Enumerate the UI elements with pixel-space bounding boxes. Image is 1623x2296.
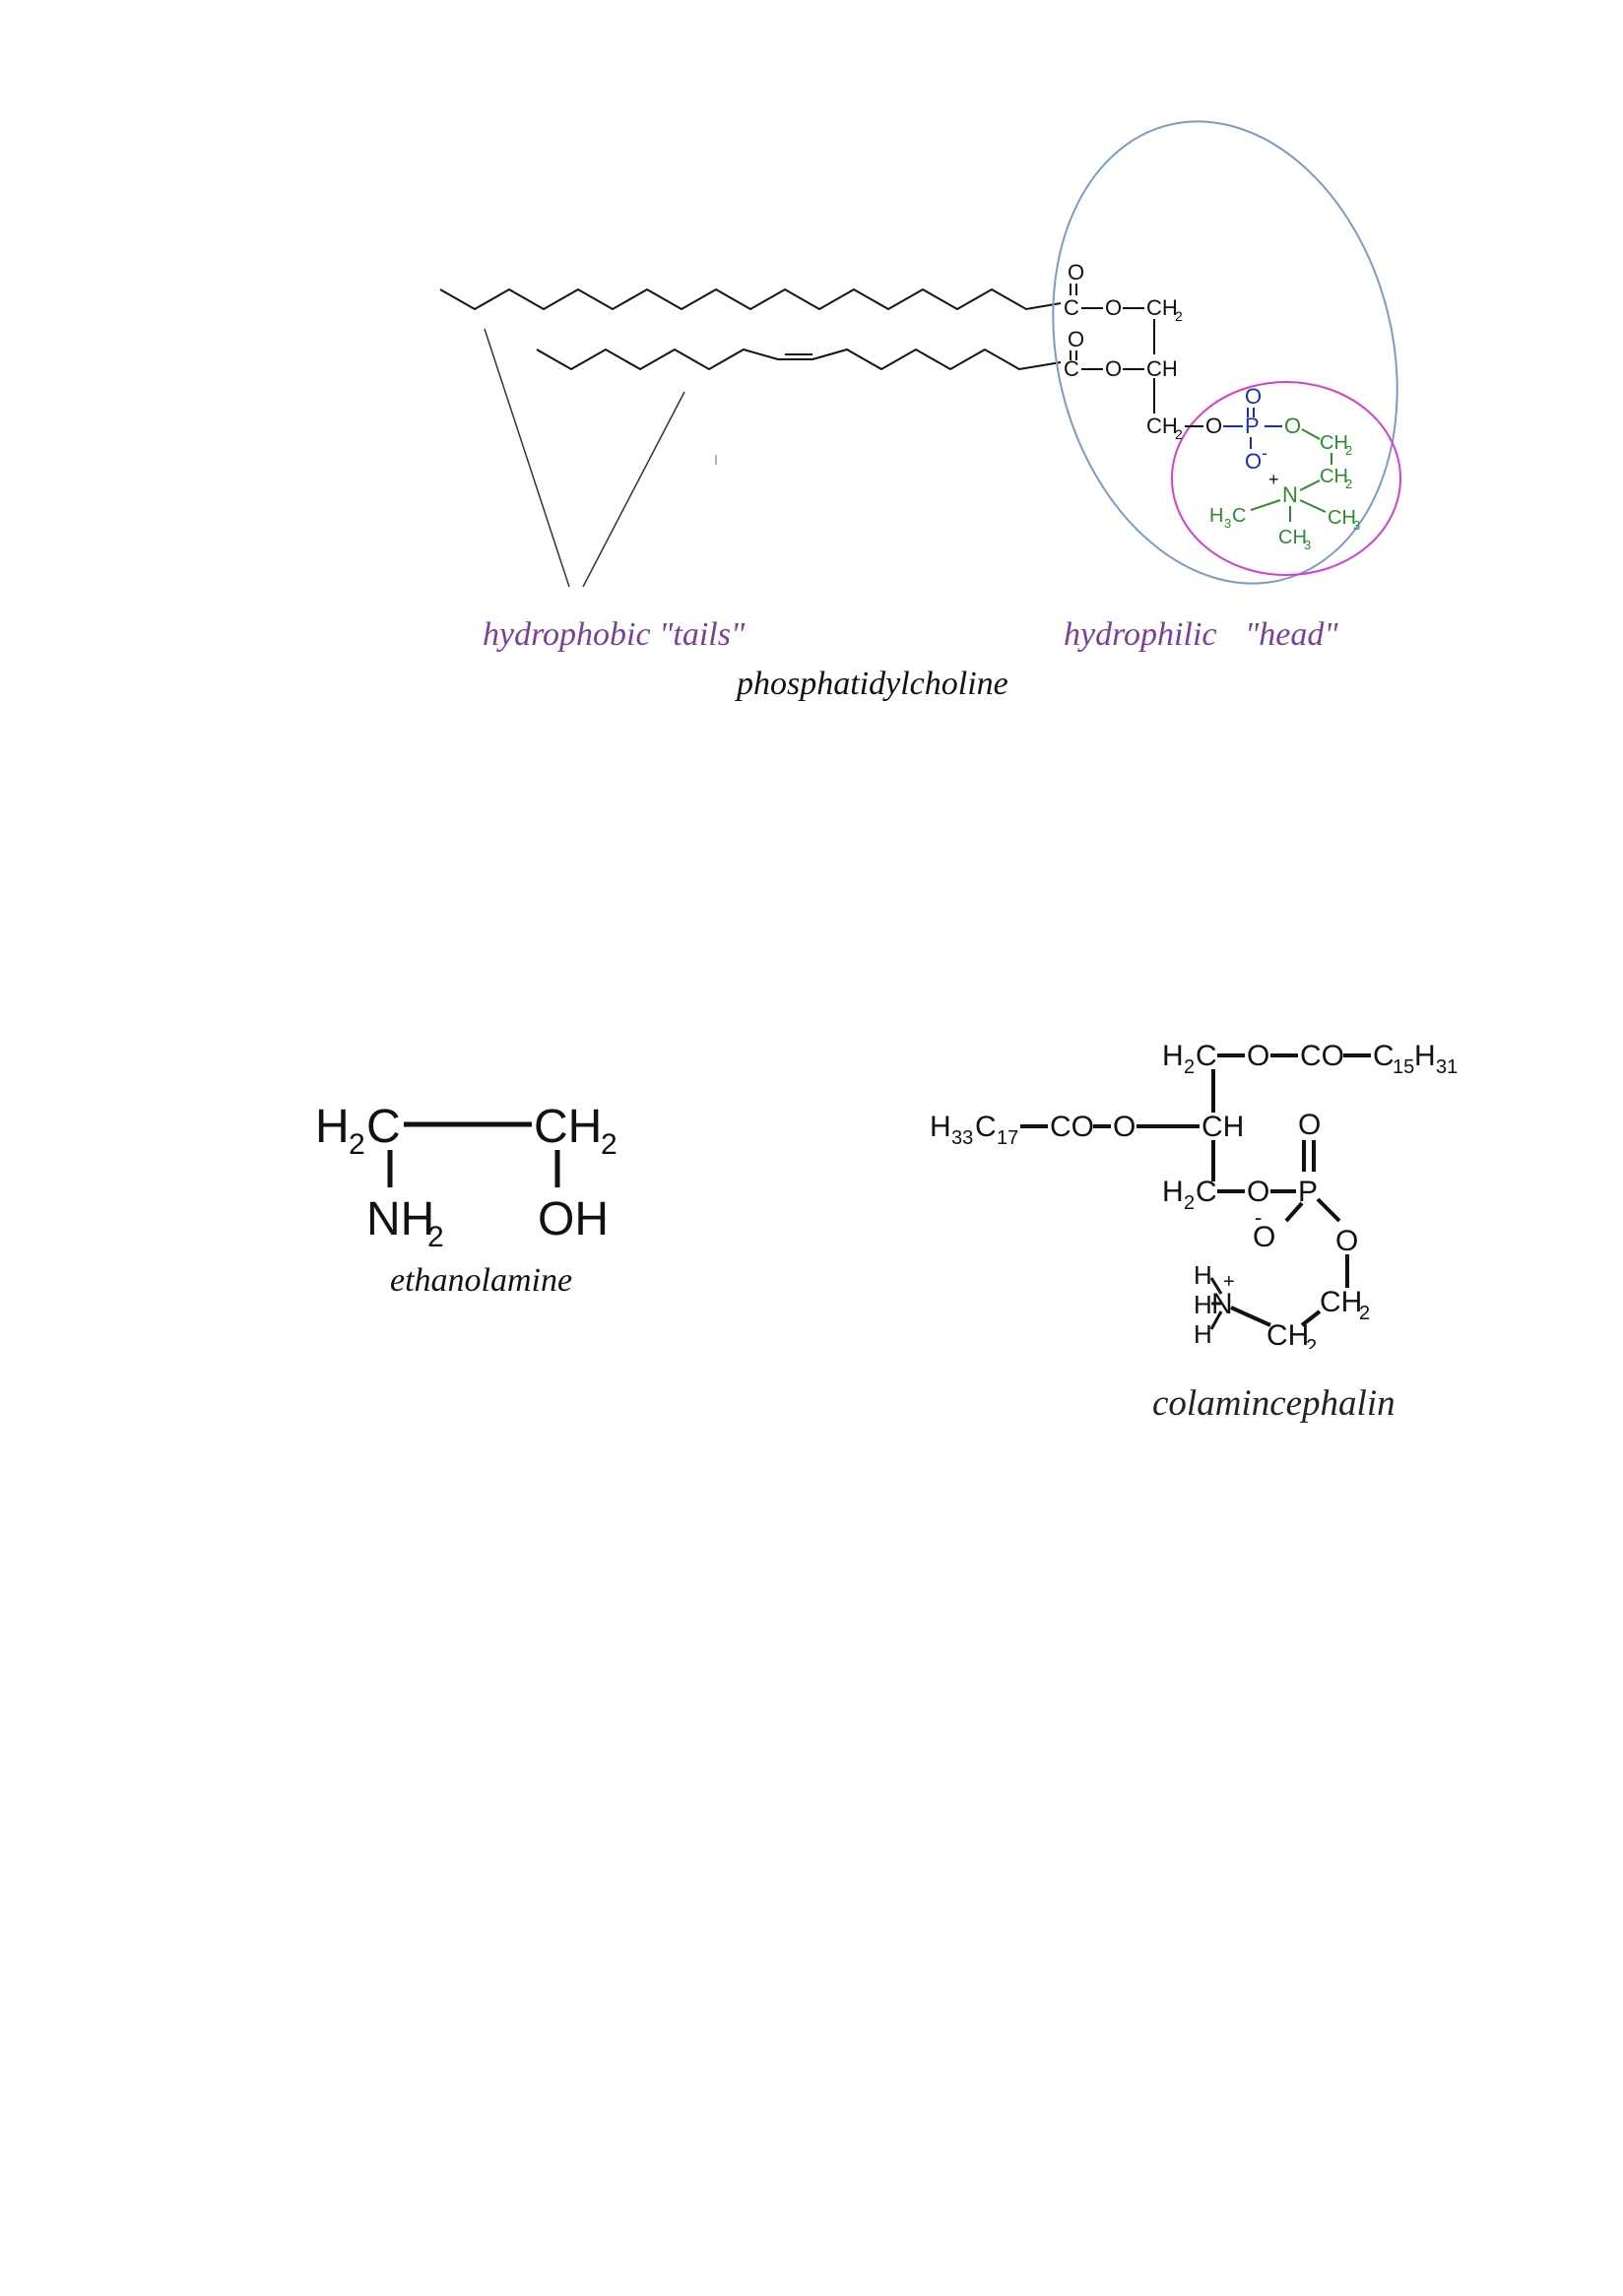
- subscript: 33: [951, 1127, 973, 1149]
- mid-carbonyl: CO: [1050, 1111, 1094, 1143]
- tail-pointer-2: [582, 391, 685, 588]
- stearoyl-c: C: [975, 1111, 997, 1143]
- subscript: 3: [1224, 516, 1231, 531]
- glycerol-ch2-top: CH: [1146, 295, 1178, 320]
- choline-ch2-1: CH: [1320, 432, 1348, 454]
- ch2-b: CH: [1266, 1319, 1309, 1349]
- carbonyl-oxygen-1: O: [1068, 260, 1084, 285]
- phosphate-oxygen-right: O: [1335, 1225, 1358, 1257]
- tail-pointer-1: [484, 328, 570, 588]
- subscript: 2: [1359, 1303, 1370, 1324]
- subscript: 2: [1345, 443, 1352, 458]
- ester-oxygen-2: O: [1105, 356, 1122, 381]
- ammonium-nitrogen: N: [1211, 1288, 1233, 1320]
- choline-oxygen: O: [1284, 414, 1301, 438]
- glycerol-ch: CH: [1146, 356, 1178, 381]
- carbonyl-carbon-2: C: [1064, 356, 1079, 381]
- ester-oxygen-1: O: [1105, 295, 1122, 320]
- phosphatidylcholine-structure: O C O CH 2 O C O CH CH 2 O O P O -: [439, 120, 1401, 588]
- glycerol-ch2-bottom: CH: [1146, 414, 1178, 438]
- subscript: 2: [1175, 426, 1183, 442]
- ethanolamine-structure: H 2 C CH 2 NH 2 OH: [315, 1101, 617, 1250]
- hydrophilic-head-outline: [1052, 120, 1398, 585]
- positive-charge: +: [1268, 470, 1279, 489]
- bottom-h2c-c: C: [1196, 1176, 1217, 1208]
- palmitoyl-c: C: [1373, 1040, 1395, 1072]
- negative-charge: -: [1255, 1205, 1262, 1230]
- ethanolamine-ch2: CH: [534, 1101, 602, 1153]
- bottom-ester-oxygen: O: [1247, 1176, 1269, 1208]
- subscript: 2: [1184, 1192, 1195, 1214]
- colamincephalin-structure: H 2 C O CO C 15 H 31 H 33 C 17 CO O CH H…: [930, 1040, 1458, 1349]
- phosphate-oxygen-minus: O: [1245, 449, 1262, 474]
- subscript: 15: [1393, 1056, 1414, 1078]
- stearoyl-h: H: [930, 1111, 951, 1143]
- mid-ester-oxygen: O: [1113, 1111, 1136, 1143]
- unsaturated-tail: [536, 348, 1062, 371]
- ammonium-h-1: H: [1194, 1260, 1212, 1290]
- subscript: 3: [1353, 518, 1360, 533]
- methyl-left: H: [1209, 505, 1223, 527]
- phosphate-group-outline: [1171, 381, 1401, 576]
- subscript: 2: [1184, 1056, 1195, 1078]
- colamincephalin-caption: colamincephalin: [1152, 1383, 1396, 1424]
- subscript: 31: [1436, 1056, 1458, 1078]
- choline-ch2-2: CH: [1320, 466, 1348, 487]
- phosphorus: P: [1298, 1176, 1318, 1208]
- phosphoester-oxygen: O: [1205, 414, 1222, 438]
- methyl-right: CH: [1328, 507, 1356, 529]
- top-h2c-c: C: [1196, 1040, 1217, 1072]
- subscript: 2: [1345, 477, 1352, 491]
- carbonyl-carbon-1: C: [1064, 295, 1079, 320]
- ethanolamine-caption: ethanolamine: [390, 1262, 573, 1299]
- hydroxyl-group: OH: [538, 1193, 609, 1245]
- subscript: 2: [349, 1128, 365, 1161]
- quaternary-nitrogen: N: [1282, 482, 1298, 507]
- top-ester-oxygen: O: [1247, 1040, 1269, 1072]
- negative-charge: -: [1262, 443, 1267, 463]
- ethanolamine-h2c-c: C: [366, 1101, 401, 1153]
- positive-charge: +: [1223, 1271, 1235, 1293]
- phosphorus: P: [1245, 414, 1260, 438]
- subscript: 17: [997, 1127, 1018, 1149]
- palmitoyl-h: H: [1414, 1040, 1436, 1072]
- subscript: 2: [601, 1128, 617, 1161]
- backbone-ch: CH: [1201, 1111, 1244, 1143]
- ethanolamine-h2c-h: H: [315, 1101, 350, 1153]
- subscript: 2: [1175, 308, 1183, 324]
- subscript: 3: [1304, 538, 1311, 552]
- phosphate-oxygen-minus: O: [1253, 1221, 1275, 1253]
- amino-group: NH: [366, 1193, 434, 1245]
- ammonium-h-3: H: [1194, 1319, 1212, 1349]
- subscript: 2: [1306, 1336, 1317, 1349]
- ch2-a: CH: [1320, 1286, 1362, 1318]
- phosphate-oxygen-top: O: [1245, 384, 1262, 409]
- hydrophilic-label: hydrophilic: [1064, 616, 1217, 653]
- methyl-bottom: CH: [1278, 527, 1307, 548]
- top-carbonyl: CO: [1300, 1040, 1344, 1072]
- phosphatidylcholine-caption: phosphatidylcholine: [737, 666, 1008, 702]
- phosphoryl-oxygen: O: [1298, 1109, 1321, 1141]
- hydrophobic-tails-label: hydrophobic "tails": [483, 616, 746, 653]
- top-h2c-h: H: [1162, 1040, 1184, 1072]
- bottom-h2c-h: H: [1162, 1176, 1184, 1208]
- carbonyl-oxygen-2: O: [1068, 327, 1084, 351]
- head-label: "head": [1245, 616, 1338, 653]
- ammonium-h-2: H: [1194, 1290, 1212, 1319]
- saturated-tail: [439, 287, 1062, 311]
- subscript: 2: [427, 1221, 444, 1250]
- methyl-left-carbon: C: [1232, 505, 1246, 527]
